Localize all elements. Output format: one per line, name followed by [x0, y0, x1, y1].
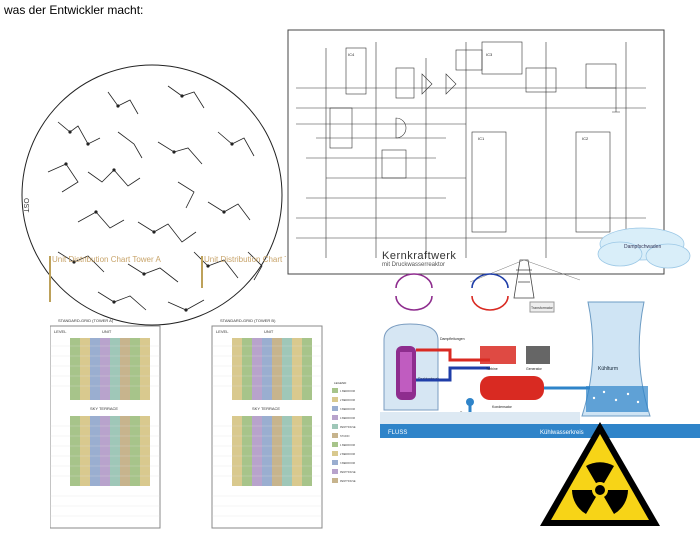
overlay-label-tower-b: Unit Distribution Chart Tower B: [204, 255, 286, 264]
radiation-warning-icon: [540, 422, 660, 526]
svg-text:IC2: IC2: [582, 136, 589, 141]
table-b-level-header: LEVEL: [216, 329, 229, 334]
caption-text: was der Entwickler macht:: [4, 3, 144, 17]
svg-text:IC4: IC4: [348, 52, 355, 57]
overlay-label-tower-a: Unit Distribution Chart Tower A: [52, 255, 161, 264]
legend-item: 1 BEDROOM: [340, 444, 355, 447]
plant-title: Kernkraftwerk: [382, 250, 457, 262]
transformer-label: Transformator: [531, 306, 554, 310]
cloud-label: Dampfschwaden: [624, 244, 661, 250]
plant-title-block: Kernkraftwerk mit Druckwasserreaktor: [382, 250, 502, 268]
edge-label-west: OST: [22, 198, 29, 213]
nuclear-power-plant-diagram: Dampfschwaden Feuchte Luft Kühlturm Tran…: [380, 227, 700, 438]
star-chart-image: OST Unit Distribution Chart Tower A Unit…: [21, 64, 286, 326]
legend-item: 1 BEDROOM: [340, 390, 355, 393]
table-a-title: STANDARD-GRID (TOWER A): [58, 318, 114, 323]
table-b-terrace: SKY TERRACE: [252, 406, 280, 411]
generator-label: Generator: [526, 367, 543, 371]
condenser-label: Kondensator: [492, 405, 513, 409]
river-label: FLUSS: [388, 430, 407, 436]
cooling-water-label: Kühlwasserkreis: [540, 430, 584, 436]
table-a-terrace: SKY TERRACE: [90, 406, 118, 411]
steam-cloud: [597, 227, 691, 269]
legend-item: 3 BEDROOM: [340, 408, 355, 411]
steam-label: Dampfleitungen: [440, 337, 465, 341]
svg-text:IC3: IC3: [486, 52, 493, 57]
plant-subtitle: mit Druckwasserreaktor: [382, 262, 446, 268]
cooling-tower-label: Kühlturm: [598, 366, 618, 372]
legend-item: 2 BEDROOM: [340, 399, 355, 402]
table-legend: LEGEND 1 BEDROOM 2 BEDROOM 3 BEDROOM 4 B…: [332, 381, 356, 483]
circuit-schematic-image: IC1 IC2 IC3 IC4: [287, 29, 665, 275]
legend-item: PENTHOUSE: [340, 426, 356, 429]
legend-item: STUDIO: [340, 435, 350, 438]
turbine-label: Turbine: [486, 367, 498, 371]
legend-item: 4 BEDROOM: [340, 417, 355, 420]
table-a-unit-header: UNIT: [102, 329, 112, 334]
legend-item: PENTHOUSE: [340, 480, 356, 483]
svg-text:IC1: IC1: [478, 136, 485, 141]
legend-item: PENTHOUSE: [340, 471, 356, 474]
apartment-distribution-tables: STANDARD-GRID (TOWER A) LEVEL UNIT SKY T…: [50, 318, 323, 529]
table-a-level-header: LEVEL: [54, 329, 67, 334]
legend-title: LEGEND: [334, 381, 347, 385]
table-b-unit-header: UNIT: [264, 329, 274, 334]
legend-item: 2 BEDROOM: [340, 453, 355, 456]
legend-item: 3 BEDROOM: [340, 462, 355, 465]
table-b-title: STANDARD-GRID (TOWER B): [220, 318, 276, 323]
